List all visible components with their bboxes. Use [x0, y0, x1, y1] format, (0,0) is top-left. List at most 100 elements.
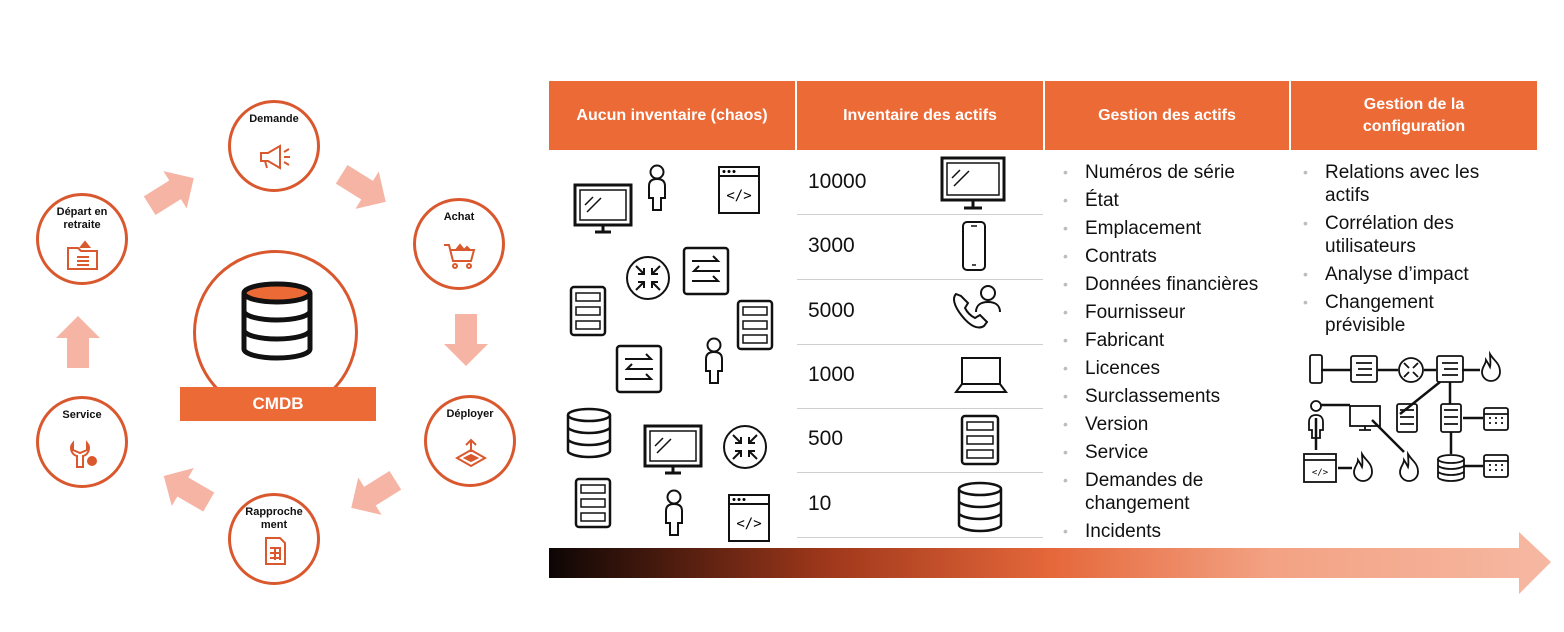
inventory-icons — [940, 156, 1008, 533]
inventory-count: 500 — [808, 427, 844, 450]
calendar-icon — [1483, 454, 1509, 478]
arrow-demande-to-achat — [329, 155, 398, 221]
stage-label: Déployer — [446, 408, 494, 420]
support-call-icon — [953, 285, 1001, 329]
cmdb-label: CMDB — [180, 387, 376, 421]
server-icon — [736, 299, 774, 351]
switch-icon — [615, 344, 663, 394]
stage-label: Rapproche ment — [245, 506, 303, 531]
switch-icon — [682, 246, 730, 296]
list-item: État — [1063, 189, 1293, 212]
calendar-icon — [1483, 407, 1509, 431]
row-divider — [797, 214, 1043, 215]
database-icon — [566, 407, 612, 459]
cart-icon — [444, 243, 476, 269]
stage-rapprochement: Rapproche ment — [228, 493, 320, 585]
list-item: Licences — [1063, 357, 1293, 380]
row-divider — [797, 537, 1043, 538]
row-divider — [797, 472, 1043, 473]
monitor-icon — [643, 424, 703, 475]
list-item: Fabricant — [1063, 329, 1293, 352]
header-gestion-configuration: Gestion de la configuration — [1291, 81, 1537, 150]
code-window-icon — [718, 166, 760, 214]
router-icon — [626, 256, 670, 300]
stage-service: Service — [36, 396, 128, 488]
list-item: Incidents — [1063, 520, 1293, 543]
user-icon — [648, 164, 666, 211]
database-icon — [957, 481, 1003, 533]
list-item: Relations avec les actifs — [1303, 161, 1503, 207]
arrow-achat-to-deployer — [444, 314, 488, 366]
maturity-arrow — [549, 532, 1551, 594]
stage-demande: Demande — [228, 100, 320, 192]
arrow-retraite-to-demande — [137, 159, 206, 225]
deploy-icon — [454, 438, 488, 468]
fire-icon — [1399, 450, 1419, 482]
monitor-icon — [940, 156, 1006, 210]
row-divider — [797, 279, 1043, 280]
list-item: Analyse d’impact — [1303, 263, 1503, 286]
list-item: Version — [1063, 413, 1293, 436]
inventory-count: 1000 — [808, 363, 855, 386]
server-icon — [574, 477, 612, 529]
arrow-deployer-to-rapprochement — [339, 461, 408, 527]
list-item: Demandes de changement — [1063, 469, 1235, 515]
arrow-rapprochement-to-service — [152, 456, 220, 522]
list-item: Emplacement — [1063, 217, 1293, 240]
header-gestion-actifs: Gestion des actifs — [1045, 81, 1289, 150]
server-icon — [1396, 403, 1418, 433]
code-window-icon — [1303, 453, 1337, 483]
retire-folder-icon — [67, 240, 98, 270]
configuration-management-list: Relations avec les actifs Corrélation de… — [1303, 161, 1503, 342]
fire-icon — [1353, 450, 1373, 482]
stage-label: Service — [62, 409, 102, 421]
chaos-icons: </> — [566, 164, 774, 542]
list-item: Fournisseur — [1063, 301, 1293, 324]
stage-deployer: Déployer — [424, 395, 516, 487]
stage-depart-en-retraite: Départ en retraite — [36, 193, 128, 285]
user-icon — [665, 489, 683, 536]
phone-icon — [1309, 354, 1323, 384]
inventory-count: 3000 — [808, 234, 855, 257]
phone-icon — [962, 221, 986, 271]
relationship-graph: </> — [1303, 350, 1509, 483]
inventory-count: 5000 — [808, 299, 855, 322]
stage-achat: Achat — [413, 198, 505, 290]
list-item: Corrélation des utilisateurs — [1303, 212, 1485, 258]
server-icon — [569, 285, 607, 337]
list-item: Contrats — [1063, 245, 1293, 268]
list-item: Données financières — [1063, 273, 1293, 296]
stage-label: Achat — [443, 211, 475, 223]
inventory-count: 10000 — [808, 170, 867, 193]
report-icon — [265, 537, 286, 565]
svg-text:</>: </> — [1312, 468, 1329, 478]
fire-icon — [1481, 350, 1501, 382]
switch-icon — [1350, 355, 1378, 383]
row-divider — [797, 344, 1043, 345]
server-icon — [960, 414, 1000, 466]
server-icon — [1440, 403, 1462, 433]
megaphone-icon — [260, 144, 290, 170]
list-item: Service — [1063, 441, 1293, 464]
header-chaos: Aucun inventaire (chaos) — [549, 81, 795, 150]
user-icon — [705, 337, 723, 384]
router-icon — [1398, 357, 1424, 383]
arrow-service-to-retraite — [56, 316, 100, 368]
row-divider — [797, 408, 1043, 409]
router-icon — [723, 425, 767, 469]
list-item: Surclassements — [1063, 385, 1293, 408]
header-inventaire: Inventaire des actifs — [797, 81, 1043, 150]
database-icon — [241, 281, 313, 361]
service-icon — [70, 440, 97, 468]
laptop-icon — [954, 357, 1008, 393]
switch-icon — [1436, 355, 1464, 383]
list-item: Changement prévisible — [1303, 291, 1465, 337]
inventory-count: 10 — [808, 492, 832, 515]
list-item: Numéros de série — [1063, 161, 1293, 184]
stage-label: Demande — [249, 113, 299, 125]
user-icon — [1310, 400, 1322, 412]
monitor-icon — [573, 183, 633, 234]
asset-management-list: Numéros de série État Emplacement Contra… — [1063, 161, 1293, 548]
database-icon — [1437, 454, 1465, 464]
stage-label: Départ en retraite — [56, 206, 108, 231]
